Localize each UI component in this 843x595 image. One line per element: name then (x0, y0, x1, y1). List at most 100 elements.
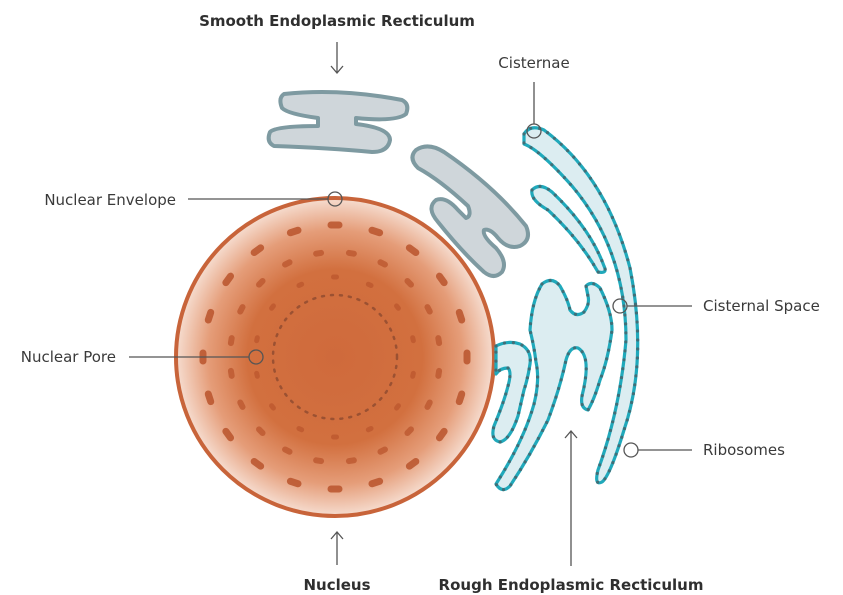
ribosome (582, 311, 585, 314)
ribosome (494, 344, 497, 347)
ribosome (630, 276, 633, 279)
ribosome (527, 350, 530, 353)
ribosome (597, 271, 600, 274)
ribosome (566, 149, 569, 152)
ribosome (554, 194, 557, 197)
ribosome (618, 278, 621, 281)
ribosome (608, 469, 611, 472)
ribosome (534, 358, 537, 361)
ribosome (581, 403, 584, 406)
ribosome (603, 366, 606, 369)
ribosome (610, 331, 613, 334)
ribosome (532, 304, 535, 307)
ribosome (624, 322, 627, 325)
ribosome (495, 418, 498, 421)
ribosome (584, 358, 587, 361)
ribosome (504, 392, 507, 395)
ribosome (509, 483, 512, 486)
ribosome (636, 356, 639, 359)
ribosome (620, 287, 623, 290)
ribosome (633, 294, 636, 297)
ribosome (590, 212, 593, 215)
ribosome (532, 197, 535, 200)
ribosome (620, 436, 623, 439)
ribosome (564, 361, 567, 364)
ribosome (605, 357, 608, 360)
ribosome (586, 303, 589, 306)
ribosome (526, 376, 529, 379)
ribosome (506, 436, 509, 439)
ribosome (621, 296, 624, 299)
ribosome (615, 269, 618, 272)
ribosome (624, 340, 627, 343)
ribosome (499, 475, 502, 478)
ribosome (517, 411, 520, 414)
ribosome (584, 376, 587, 379)
ribosome (528, 453, 531, 456)
ribosome (633, 383, 636, 386)
ribosome (634, 374, 637, 377)
ribosome (498, 369, 501, 372)
ribosome (607, 244, 610, 247)
ribosome (529, 146, 532, 149)
ribosome (587, 255, 590, 258)
ribosome (569, 183, 572, 186)
ribosome (511, 428, 514, 431)
ribosome (524, 428, 527, 431)
ribosome (572, 213, 575, 216)
ribosome (603, 200, 606, 203)
ribosomes-marker (624, 443, 638, 457)
ribosome (557, 282, 560, 285)
ribosome (599, 288, 602, 291)
nuclear-pore (328, 486, 343, 493)
ribosome (606, 304, 609, 307)
ribosome (588, 235, 591, 238)
ribosome (600, 375, 603, 378)
ribosome (494, 360, 497, 363)
ribosome (549, 279, 552, 282)
ribosome (536, 375, 539, 378)
ribosome (603, 477, 606, 480)
ribosome (636, 338, 639, 341)
ribosome (581, 394, 584, 397)
ribosome (552, 404, 555, 407)
ribosome (597, 251, 600, 254)
ribosome (530, 313, 533, 316)
ribosome (619, 385, 622, 388)
ribosome (594, 184, 597, 187)
ribosome (634, 303, 637, 306)
ribosome (508, 460, 511, 463)
ribosome (514, 476, 517, 479)
ribosome (544, 157, 547, 160)
ribosome (592, 263, 595, 266)
ribosome (597, 383, 600, 386)
smooth-er-cisterna-top (269, 92, 408, 152)
ribosome (609, 340, 612, 343)
ribosome (571, 234, 574, 237)
ribosome (636, 329, 639, 332)
ribosome (615, 453, 618, 456)
ribosome (595, 219, 598, 222)
ribosome (620, 376, 623, 379)
ribosome (611, 216, 614, 219)
ribosome (591, 400, 594, 403)
ribosome (530, 411, 533, 414)
ribosome (515, 420, 518, 423)
ribosome (621, 367, 624, 370)
ribosome (573, 346, 576, 349)
ribosome (507, 384, 510, 387)
ribosome (611, 420, 614, 423)
ribosome (546, 208, 549, 211)
ribosome (529, 331, 532, 334)
ribosome (563, 176, 566, 179)
ribosome (575, 190, 578, 193)
ribosome (623, 427, 626, 430)
ribosome (614, 224, 617, 227)
ribosome (557, 170, 560, 173)
ribosome (610, 322, 613, 325)
ribosome (521, 394, 524, 397)
ribosome (604, 446, 607, 449)
ribosome (508, 375, 511, 378)
ribosome (529, 359, 532, 362)
ribosome (520, 344, 523, 347)
